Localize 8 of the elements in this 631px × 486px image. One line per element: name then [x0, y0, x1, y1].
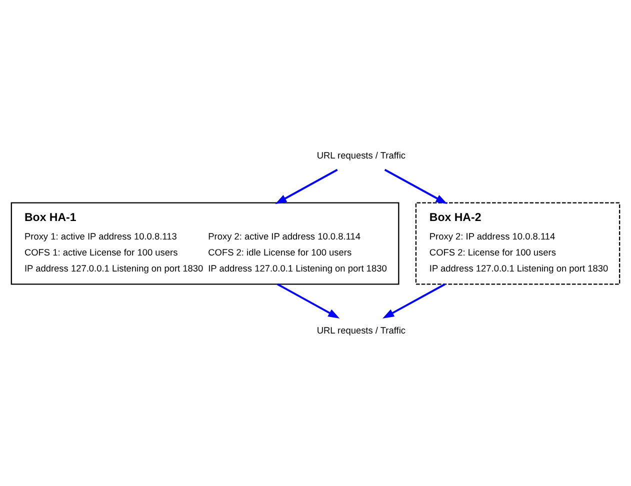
- node-box: Box HA-2 Proxy 2: IP address 10.0.8.114 COFS 2: License for 100 users IP address 127.0.0.1 Listening on port 1830: [415, 202, 620, 284]
- arrow: [384, 168, 448, 204]
- node-text: URL requests / Traffic: [316, 324, 406, 335]
- arrow: [277, 282, 340, 318]
- node-box: Box HA-1 Proxy 1: active IP address 10.0.8.113 Proxy 2: active IP address 10.0.8.114 COFS 1: active License for 100 users COFS 2: idle License for 100 users IP address 127.0.0.1 Listening on port 1830 IP address 127.0.0.1 Listening on port 1830: [10, 202, 400, 284]
- arrow: [275, 168, 338, 204]
- node-text: URL requests / Traffic: [316, 150, 406, 160]
- arrow: [382, 282, 446, 318]
